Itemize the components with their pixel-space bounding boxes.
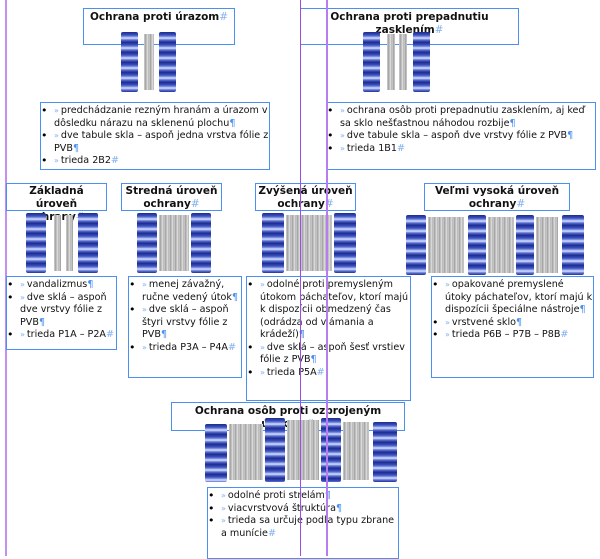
bullet-list-medium: »menej závažný, ručne vedený útok¶ »dve …	[129, 277, 241, 354]
bullet-frame-basic[interactable]: »vandalizmus¶ »dve sklá – aspoň dve vrst…	[6, 276, 117, 350]
bullet-list-fall: »ochrana osôb proti prepadnutiu zasklení…	[327, 103, 595, 155]
bullet-frame-medium[interactable]: »menej závažný, ručne vedený útok¶ »dve …	[128, 276, 242, 378]
section-title-very-high: Veľmi vysoká úroveň ochrany#	[434, 185, 560, 210]
list-item: »trieda P6B – P7B – P8B#	[432, 329, 593, 342]
list-item: »dve sklá – aspoň štyri vrstvy fólie z P…	[129, 304, 241, 342]
guide-line-center	[300, 0, 301, 556]
title-frame-increased[interactable]: Zvýšená úroveň ochrany#	[255, 183, 356, 211]
list-item: »trieda 1B1#	[327, 143, 595, 156]
list-item: »menej závažný, ručne vedený útok¶	[129, 279, 241, 304]
bullet-frame-armed[interactable]: »odolné proti strelám¶ »viacvrstvová štr…	[207, 487, 399, 559]
section-title-medium: Stredná úroveň ochrany#	[125, 185, 218, 210]
list-item: »viacvrstvová štruktúra¶	[208, 503, 398, 516]
list-item: »vandalizmus¶	[7, 279, 116, 292]
bullet-frame-increased[interactable]: »odolné proti premysleným útokom páchate…	[246, 276, 411, 401]
glass-illustration-basic	[26, 213, 102, 273]
bullet-list-increased: »odolné proti premysleným útokom páchate…	[247, 277, 410, 379]
glass-illustration-medium	[137, 213, 213, 273]
glass-illustration-armed	[205, 418, 405, 482]
list-item: »ochrana osôb proti prepadnutiu zasklení…	[327, 105, 595, 130]
list-item: »trieda sa určuje podľa typu zbrane a mu…	[208, 515, 398, 540]
bullet-frame-fall[interactable]: »ochrana osôb proti prepadnutiu zasklení…	[326, 102, 596, 170]
list-item: »vrstvené sklo¶	[432, 317, 593, 330]
list-item: »trieda P1A – P2A#	[7, 329, 116, 342]
list-item: »dve tabule skla – aspoň dve vrstvy fóli…	[327, 130, 595, 143]
list-item: »trieda 2B2#	[41, 155, 269, 168]
list-item: »trieda P5A#	[247, 367, 410, 380]
bullet-frame-injury[interactable]: »predchádzanie rezným hranám a úrazom v …	[40, 102, 270, 170]
section-title-injury: Ochrana proti úrazom#	[89, 11, 229, 23]
glass-illustration-very-high	[406, 215, 592, 275]
list-item: »dve tabule skla – aspoň jedna vrstva fó…	[41, 130, 269, 155]
bullet-frame-very-high[interactable]: »opakované premyslené útoky páchateľov, …	[431, 276, 594, 378]
bullet-list-basic: »vandalizmus¶ »dve sklá – aspoň dve vrst…	[7, 277, 116, 342]
list-item: »odolné proti strelám¶	[208, 490, 398, 503]
list-item: »dve sklá – aspoň dve vrstvy fólie z PVB…	[7, 292, 116, 330]
bullet-list-very-high: »opakované premyslené útoky páchateľov, …	[432, 277, 593, 342]
title-frame-basic[interactable]: Základná úroveň ochrany#	[6, 183, 107, 223]
bullet-list-armed: »odolné proti strelám¶ »viacvrstvová štr…	[208, 488, 398, 540]
glass-illustration-increased	[262, 213, 358, 273]
guide-line-center-right	[326, 0, 328, 556]
list-item: »dve sklá – aspoň šesť vrstiev fólie z P…	[247, 342, 410, 367]
list-item: »opakované premyslené útoky páchateľov, …	[432, 279, 593, 317]
section-title-increased: Zvýšená úroveň ochrany#	[258, 185, 353, 210]
list-item: »predchádzanie rezným hranám a úrazom v …	[41, 105, 269, 130]
title-frame-very-high[interactable]: Veľmi vysoká úroveň ochrany#	[424, 183, 570, 211]
glass-illustration-injury	[121, 32, 177, 92]
title-frame-fall[interactable]: Ochrana proti prepadnutiu zasklením#	[300, 8, 519, 45]
list-item: »odolné proti premysleným útokom páchate…	[247, 279, 410, 342]
title-frame-medium[interactable]: Stredná úroveň ochrany#	[121, 183, 222, 211]
glass-illustration-fall	[363, 32, 433, 92]
list-item: »trieda P3A – P4A#	[129, 342, 241, 355]
bullet-list-injury: »predchádzanie rezným hranám a úrazom v …	[41, 103, 269, 168]
